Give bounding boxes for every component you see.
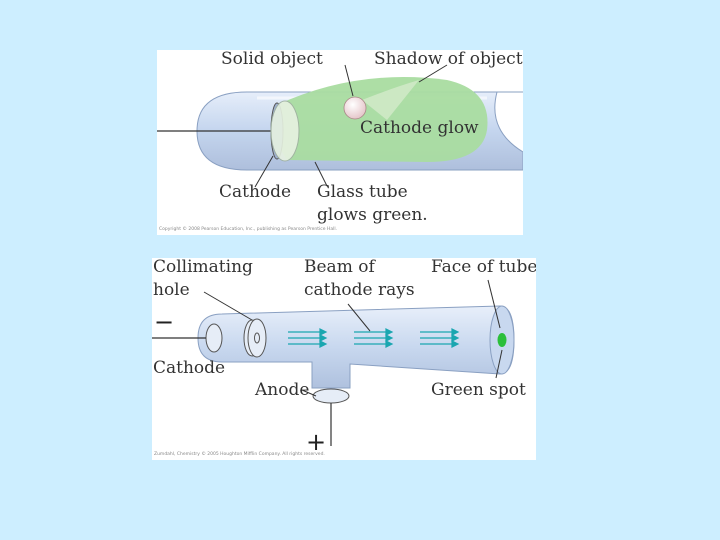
cathode-ray-arrows [288,328,460,348]
green-spot [497,333,507,347]
cathode-shadow-illustration [157,64,523,188]
collimating-disk-front [247,318,267,358]
anode-disk [312,388,350,404]
label-cathode: Cathode [153,358,226,378]
label-solid-object: Solid object [221,50,323,69]
label-glass-tube: Glass tube [317,182,408,202]
cathode-glow-region [273,77,488,162]
solid-object-ball [343,96,367,120]
cathode-shadow-diagram: Solid object Shadow of object Cathode gl… [157,50,523,235]
label-cathode-rays: cathode rays [304,280,415,300]
label-hole: hole [153,280,190,300]
copyright-bottom: Zumdahl, Chemistry © 2005 Houghton Miffl… [154,452,325,457]
cathode-ray-tube-diagram: Collimating hole Beam of cathode rays Fa… [152,258,536,460]
copyright-top: Copyright © 2008 Pearson Education, Inc.… [159,227,338,232]
shadow-of-object [362,80,419,120]
minus-sign: − [154,308,175,336]
label-shadow-of-object: Shadow of object [374,50,523,69]
label-face-of-tube: Face of tube [431,258,536,277]
cathode-disk [205,323,223,353]
plus-sign: + [306,428,327,456]
label-cathode: Cathode [219,182,292,202]
label-anode: Anode [255,380,310,400]
label-glows-green: glows green. [317,205,428,225]
label-beam-of: Beam of [304,258,375,277]
collimating-hole [254,332,260,344]
label-collimating: Collimating [153,258,253,277]
cathode-ray-illustration [152,279,515,446]
label-green-spot: Green spot [431,380,526,400]
label-cathode-glow: Cathode glow [360,118,479,138]
